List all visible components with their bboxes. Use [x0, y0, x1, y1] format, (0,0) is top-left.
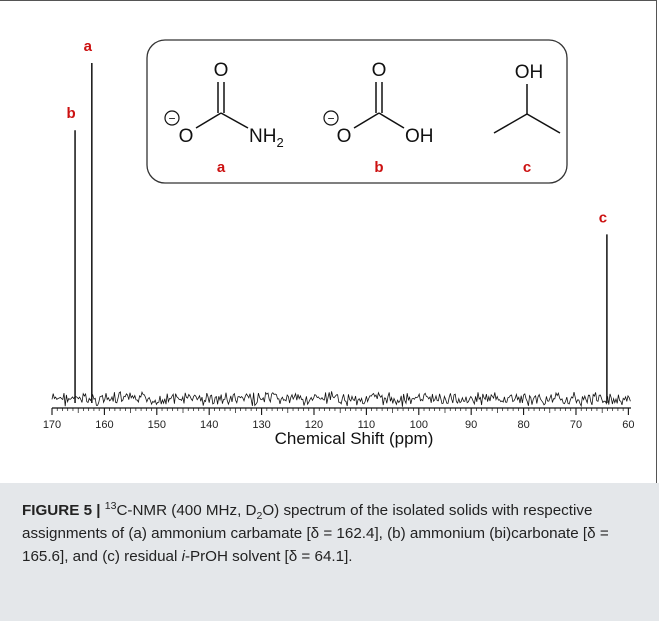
bond-left-c [493, 113, 528, 134]
caption-superscript: 13 [104, 499, 117, 512]
structure-b-bicarbonate: O O − OH b [323, 60, 434, 176]
peaks-layer: b a c [66, 38, 608, 403]
atom-left-a: O [179, 126, 194, 147]
x-axis: 170 160 150 140 130 120 110 100 90 80 70 60 [43, 407, 635, 431]
figure-label: FIGURE 5 | [22, 502, 101, 519]
baseline-noise [51, 391, 631, 408]
x-tick-label: 70 [570, 419, 582, 431]
negative-charge-icon [164, 110, 180, 126]
nmr-spectrum-chart: O O − NH2 a O O − OH b OH c [43, 38, 635, 448]
caption-text-3: -PrOH solvent [δ = 64.1]. [184, 548, 353, 565]
caption-text-2: O) spectrum of the isolated solids with … [22, 502, 609, 565]
bond-left-b [353, 112, 380, 129]
x-tick-label: 160 [95, 419, 113, 431]
structures-inset: O O − NH2 a O O − OH b OH c [146, 39, 568, 184]
caption-subscript: 2 [256, 510, 263, 523]
charge-sign-b: − [327, 112, 334, 126]
x-tick-label: 140 [200, 419, 218, 431]
x-tick-label: 130 [252, 419, 270, 431]
caption-text-1: C-NMR (400 MHz, D [116, 502, 257, 519]
peak-label-b: b [66, 105, 75, 122]
x-tick-label: 80 [517, 419, 529, 431]
x-tick-label: 60 [622, 419, 634, 431]
atom-right-a: NH2 [249, 126, 284, 150]
peak-label-a: a [84, 38, 93, 55]
structure-label-b: b [374, 159, 383, 176]
bond-left-a [195, 112, 222, 129]
structure-a-carbamate: O O − NH2 a [164, 60, 284, 176]
negative-charge-icon [323, 110, 339, 126]
x-tick-label: 120 [305, 419, 323, 431]
bond-right-b [378, 112, 405, 129]
charge-sign-a: − [168, 112, 175, 126]
x-tick-label: 150 [148, 419, 166, 431]
structure-label-c: c [523, 159, 531, 176]
atom-left-b: O [337, 126, 352, 147]
x-tick-label: 90 [465, 419, 477, 431]
caption-panel: FIGURE 5 | 13C-NMR (400 MHz, D2O) spectr… [0, 483, 659, 621]
x-tick-label: 170 [43, 419, 61, 431]
atom-top-b: O [372, 60, 387, 81]
atom-top-a: O [214, 60, 229, 81]
caption-italic: i [181, 548, 185, 565]
bond-right-c [526, 113, 561, 134]
structure-c-isopropanol: OH c [493, 62, 561, 176]
bond-right-a [220, 112, 249, 129]
peak-label-c: c [599, 209, 607, 226]
x-axis-label: Chemical Shift (ppm) [275, 429, 434, 448]
atom-right-b: OH [405, 126, 434, 147]
atom-top-c: OH [515, 62, 544, 83]
x-tick-label: 110 [358, 419, 376, 431]
inset-frame [146, 39, 568, 184]
figure-frame [0, 0, 657, 483]
figure-caption: FIGURE 5 | 13C-NMR (400 MHz, D2O) spectr… [22, 499, 637, 568]
x-tick-label: 100 [410, 419, 428, 431]
structure-label-a: a [217, 159, 226, 176]
